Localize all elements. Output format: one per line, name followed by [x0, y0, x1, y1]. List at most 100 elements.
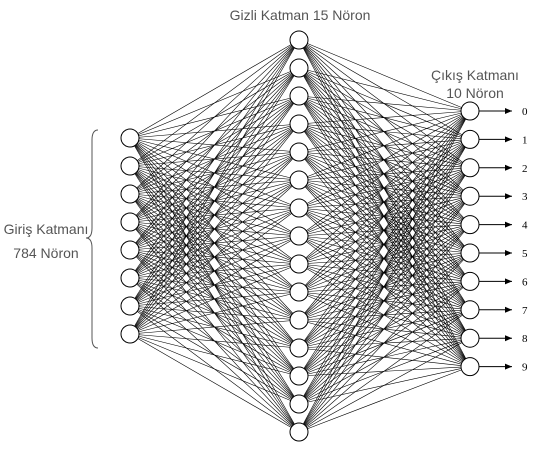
- hidden-neuron: [289, 198, 309, 218]
- output-digit-label: 8: [522, 333, 528, 345]
- hidden-neuron: [289, 422, 309, 442]
- hidden-output-connection: [298, 167, 471, 433]
- hidden-neuron: [289, 58, 309, 78]
- hidden-output-connection: [298, 224, 471, 433]
- hidden-neuron: [289, 86, 309, 106]
- hidden-layer-title-text: Gizli Katman 15 Nöron: [229, 7, 371, 23]
- hidden-neuron: [289, 310, 309, 330]
- output-digit-label: 4: [522, 220, 528, 232]
- hidden-output-connection: [298, 110, 471, 265]
- hidden-layer-title: Gizli Katman 15 Nöron: [200, 6, 400, 24]
- input-hidden-connection: [129, 39, 300, 251]
- hidden-output-connection: [298, 110, 471, 433]
- output-neuron: [460, 215, 480, 235]
- input-hidden-connection: [129, 263, 300, 335]
- hidden-output-connection: [298, 337, 471, 433]
- output-digit-label: 3: [522, 191, 528, 203]
- output-neuron: [460, 129, 480, 149]
- output-digit-labels: 0 1 2 3 4 5 6 7 8 9: [522, 106, 528, 374]
- hidden-neuron: [289, 142, 309, 162]
- input-hidden-connection: [129, 39, 300, 139]
- input-hidden-connection: [129, 291, 300, 335]
- input-hidden-connection: [129, 39, 300, 167]
- neurons: [120, 30, 480, 442]
- input-hidden-connection: [129, 333, 300, 405]
- output-digit-label: 0: [522, 106, 528, 118]
- output-neuron: [460, 357, 480, 377]
- output-digit-label: 7: [522, 305, 528, 317]
- input-hidden-connection: [129, 39, 300, 335]
- hidden-output-connection: [298, 39, 471, 112]
- hidden-output-connection: [298, 110, 471, 125]
- input-hidden-connection: [129, 319, 300, 335]
- input-neuron: [120, 296, 140, 316]
- input-hidden-connection: [129, 207, 300, 335]
- input-neuron: [120, 184, 140, 204]
- input-layer-title: Giriş Katmanı 784 Nöron: [0, 220, 92, 262]
- input-hidden-connection: [129, 39, 300, 223]
- output-neuron: [460, 101, 480, 121]
- output-neuron: [460, 328, 480, 348]
- input-neuron: [120, 240, 140, 260]
- hidden-neuron: [289, 338, 309, 358]
- input-layer-title-text: Giriş Katmanı: [3, 221, 89, 237]
- input-neuron: [120, 212, 140, 232]
- input-layer-neuron-count: 784 Nöron: [13, 245, 79, 261]
- input-hidden-connection: [129, 39, 300, 279]
- output-layer-neuron-count: 10 Nöron: [446, 85, 504, 101]
- input-neuron: [120, 128, 140, 148]
- input-hidden-connection: [129, 235, 300, 335]
- input-neuron: [120, 324, 140, 344]
- output-digit-label: 9: [522, 362, 528, 374]
- hidden-neuron: [289, 30, 309, 50]
- input-hidden-connection: [129, 39, 300, 195]
- hidden-output-connection: [298, 252, 471, 433]
- hidden-output-connection: [298, 196, 471, 433]
- input-hidden-connection: [129, 123, 300, 335]
- input-hidden-connection: [129, 179, 300, 335]
- input-hidden-connection: [129, 151, 300, 335]
- connection-lines: [129, 39, 471, 433]
- hidden-neuron: [289, 226, 309, 246]
- hidden-output-connection: [298, 110, 471, 377]
- hidden-neuron: [289, 282, 309, 302]
- output-digit-label: 6: [522, 276, 528, 288]
- output-neuron: [460, 158, 480, 178]
- hidden-output-connection: [298, 139, 471, 433]
- output-digit-label: 2: [522, 163, 528, 175]
- hidden-neuron: [289, 366, 309, 386]
- hidden-neuron: [289, 394, 309, 414]
- hidden-neuron: [289, 170, 309, 190]
- input-hidden-connection: [129, 333, 300, 349]
- hidden-neuron: [289, 254, 309, 274]
- input-hidden-connection: [129, 333, 300, 377]
- output-neuron: [460, 300, 480, 320]
- output-neuron: [460, 271, 480, 291]
- hidden-output-connection: [298, 309, 471, 433]
- input-hidden-connection: [129, 67, 300, 335]
- hidden-output-connection: [298, 110, 471, 349]
- hidden-output-connection: [298, 67, 471, 112]
- output-digit-label: 1: [522, 134, 528, 146]
- input-hidden-connection: [129, 333, 300, 433]
- output-neuron: [460, 243, 480, 263]
- hidden-output-connection: [298, 110, 471, 209]
- output-layer-title: Çıkış Katmanı 10 Nöron: [420, 66, 530, 102]
- output-layer-title-text: Çıkış Katmanı: [431, 67, 519, 83]
- hidden-output-connection: [298, 281, 471, 433]
- hidden-output-connection: [298, 95, 471, 112]
- output-digit-label: 5: [522, 248, 528, 260]
- input-neuron: [120, 268, 140, 288]
- input-layer-brace: [85, 129, 99, 349]
- hidden-neuron: [289, 114, 309, 134]
- output-arrows: [479, 108, 512, 370]
- input-hidden-connection: [129, 95, 300, 335]
- hidden-output-connection: [298, 110, 471, 153]
- output-neuron: [460, 186, 480, 206]
- hidden-output-connection: [298, 110, 471, 321]
- hidden-output-connection: [298, 366, 471, 433]
- hidden-output-connection: [298, 110, 471, 405]
- hidden-output-connection: [298, 110, 471, 181]
